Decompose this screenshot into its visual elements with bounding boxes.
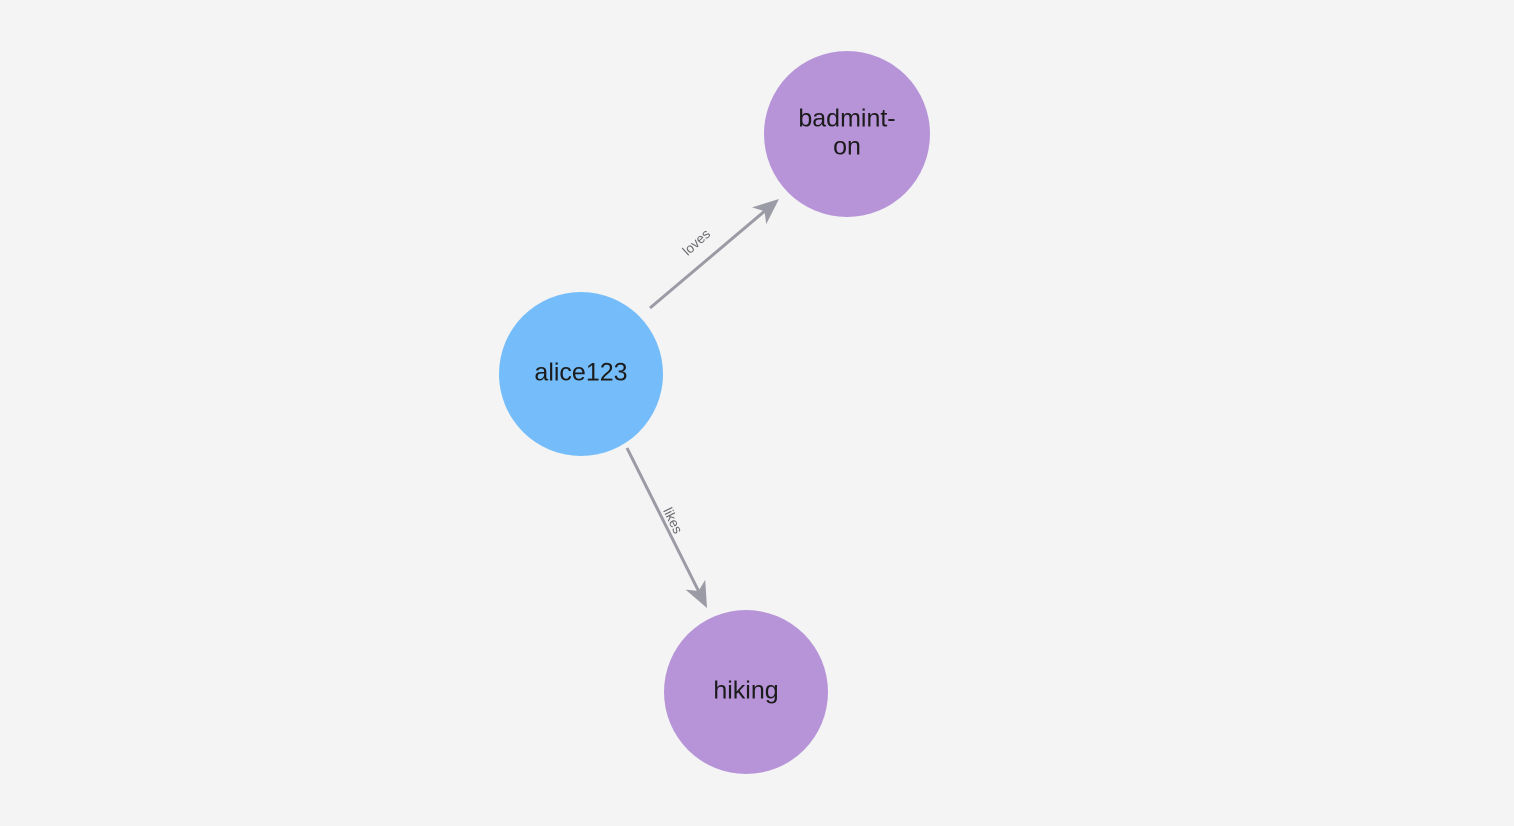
node-circle[interactable]	[499, 292, 663, 456]
edge-line	[649, 210, 766, 310]
nodes-layer: alice123 badmint-on hiking	[499, 51, 930, 774]
edge-line	[625, 447, 700, 592]
graph-edge[interactable]: likes	[625, 447, 717, 613]
edge-arrowhead-icon	[685, 579, 707, 608]
edge-arrowhead-icon	[752, 199, 779, 225]
edge-label: loves	[680, 226, 714, 258]
graph-node-badminton[interactable]: badmint-on	[764, 51, 930, 217]
graph-node-hiking[interactable]: hiking	[664, 610, 828, 774]
graph-edge[interactable]: loves	[649, 191, 786, 310]
node-circle[interactable]	[764, 51, 930, 217]
node-circle[interactable]	[664, 610, 828, 774]
graph-node-alice123[interactable]: alice123	[499, 292, 663, 456]
